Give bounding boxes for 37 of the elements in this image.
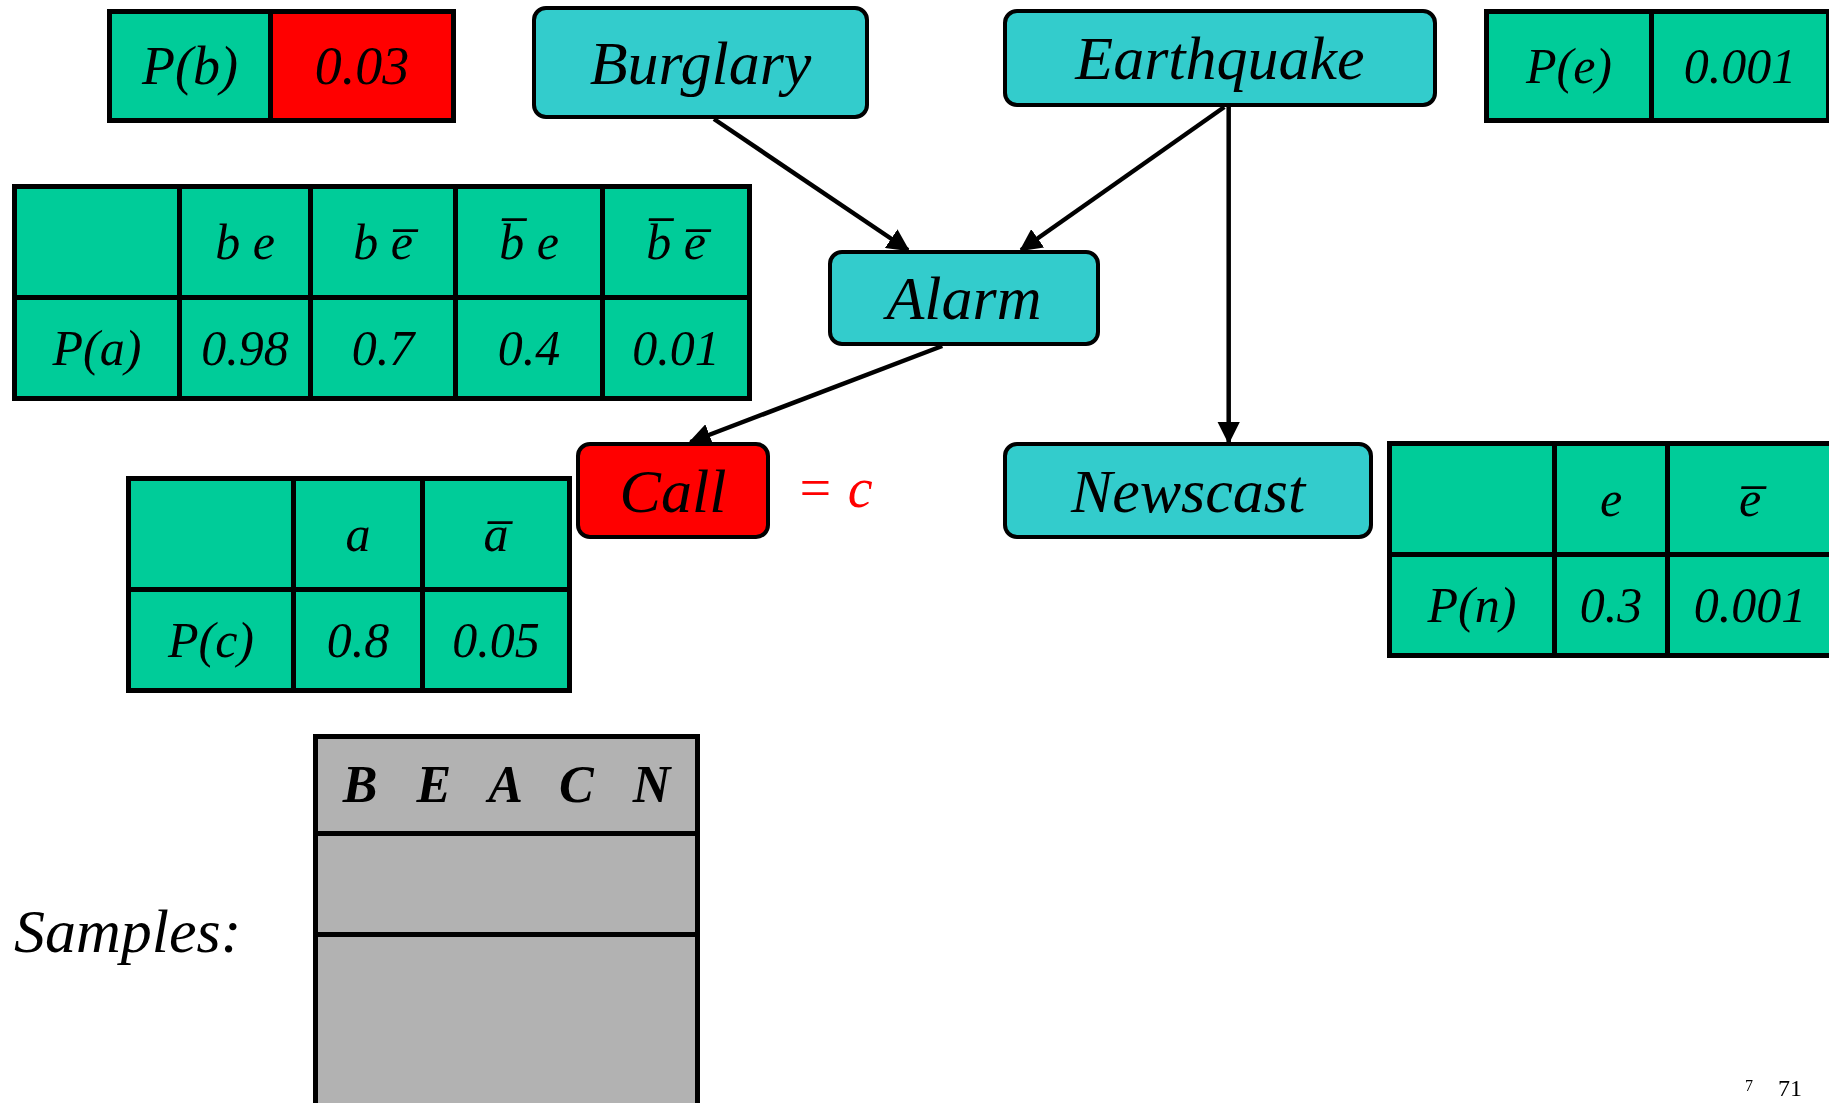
table-cell: b̅ e bbox=[458, 189, 600, 295]
table-cell: e bbox=[1557, 446, 1665, 552]
table-cell: 0.03 bbox=[273, 14, 451, 118]
table-cell: 0.98 bbox=[182, 300, 308, 396]
node-label: Newscast bbox=[1070, 459, 1306, 522]
evidence-label: = c bbox=[796, 460, 873, 516]
table-cell: b e bbox=[182, 189, 308, 295]
table-cell: a̅ bbox=[425, 481, 567, 587]
table-cell: 0.001 bbox=[1654, 14, 1826, 118]
table-cell: a bbox=[296, 481, 420, 587]
table-cell: P(n) bbox=[1392, 557, 1552, 653]
variable-node bbox=[1003, 442, 1373, 539]
table-cell: P(b) bbox=[112, 14, 268, 118]
table-cell: P(a) bbox=[17, 300, 177, 396]
footnote-number: 7 bbox=[1745, 1078, 1753, 1094]
table-cell: 0.05 bbox=[425, 592, 567, 688]
table-cell: 0.8 bbox=[296, 592, 420, 688]
arrow bbox=[1217, 107, 1240, 445]
table-cell: e̅ bbox=[1670, 446, 1829, 552]
variable-node bbox=[828, 250, 1100, 346]
arrow bbox=[1019, 105, 1226, 252]
table-cell: 0.01 bbox=[605, 300, 747, 396]
node-label: Call bbox=[619, 459, 727, 522]
table-cell: b e̅ bbox=[313, 189, 453, 295]
table-cell: 0.7 bbox=[313, 300, 453, 396]
table-cell: b̅ e̅ bbox=[605, 189, 747, 295]
table-cell: 0.4 bbox=[458, 300, 600, 396]
table-cell: 0.001 bbox=[1670, 557, 1829, 653]
table-cell: B E A C N bbox=[318, 739, 695, 831]
arrow bbox=[712, 117, 910, 252]
table-cell: P(c) bbox=[131, 592, 291, 688]
variable-node bbox=[532, 6, 869, 119]
table-cell: P(e) bbox=[1489, 14, 1649, 118]
variable-node bbox=[576, 442, 770, 539]
page-number: 71 bbox=[1778, 1076, 1802, 1100]
variable-node bbox=[1003, 9, 1437, 107]
table-cell: 0.3 bbox=[1557, 557, 1665, 653]
